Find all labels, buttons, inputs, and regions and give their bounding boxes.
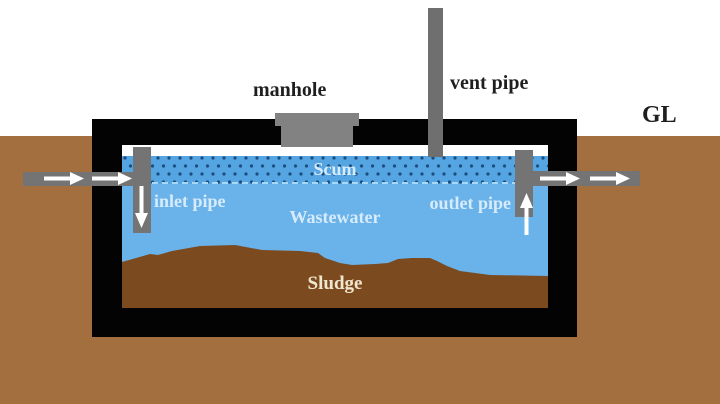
outlet-pipe (520, 171, 640, 186)
manhole-cover (275, 113, 359, 126)
vent-pipe (428, 8, 443, 157)
inlet-flow-arrow-right-icon (92, 172, 132, 185)
wastewater-label: Wastewater (289, 207, 381, 227)
outlet-flow-arrow-up-icon (520, 193, 533, 235)
manhole-label: manhole (253, 79, 327, 101)
vent-pipe-label: vent pipe (450, 72, 529, 94)
outlet-flow-arrow-right-icon (590, 172, 630, 185)
ground-level-label: GL (642, 102, 677, 128)
outlet-flow-arrow-right-icon (540, 172, 580, 185)
tank-interior: Scum Wastewater Sludge inlet pipe outlet… (122, 145, 548, 308)
outlet-pipe-label: outlet pipe (429, 193, 511, 213)
inlet-flow-arrow-down-icon (135, 186, 148, 228)
sludge-label: Sludge (307, 273, 363, 294)
scum-layer (122, 156, 548, 184)
headspace-gap (122, 145, 548, 156)
inlet-flow-arrow-right-icon (44, 172, 84, 185)
sludge-layer (122, 245, 548, 308)
scum-label: Scum (313, 159, 357, 179)
inlet-pipe-label: inlet pipe (154, 191, 226, 211)
manhole-neck (281, 125, 353, 147)
